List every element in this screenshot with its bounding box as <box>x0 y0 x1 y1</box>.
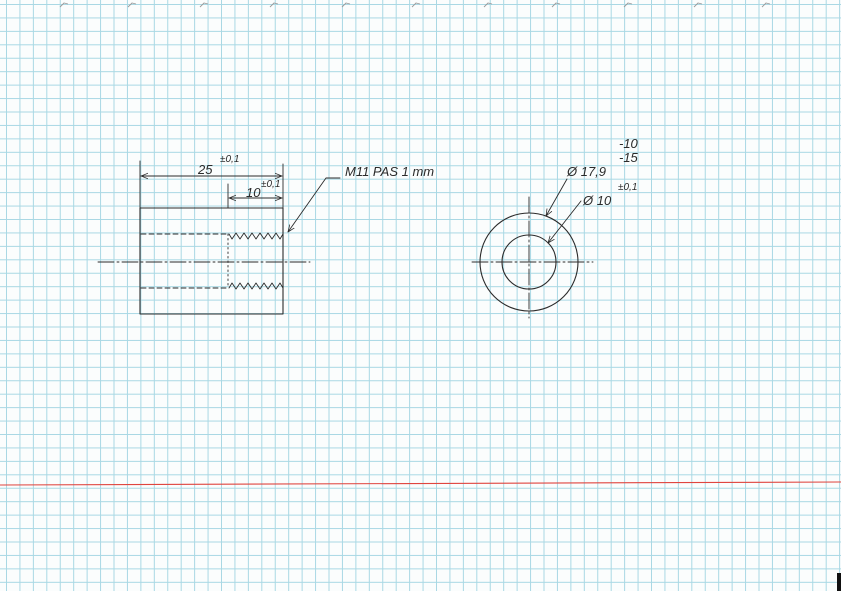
inner-diameter-tolerance: ±0,1 <box>618 182 637 193</box>
dimension-thread-length-value: 10 <box>246 185 261 200</box>
edge-mark <box>483 2 493 8</box>
edge-mark <box>693 2 703 8</box>
dimension-length: 25 ±0,1 <box>139 154 284 209</box>
thread-callout: M11 PAS 1 mm <box>287 164 434 233</box>
outer-diameter-upper-deviation: -10 <box>619 136 639 151</box>
edge-mark <box>269 2 279 8</box>
top-edge-marks <box>59 2 771 8</box>
outer-diameter-callout: Ø 17,9 -10 -15 <box>545 136 639 217</box>
side-view: 25 ±0,1 10 ±0,1 M11 PAS 1 mm <box>97 154 434 315</box>
dimension-thread-length-tolerance: ±0,1 <box>261 179 280 190</box>
outer-diameter-leader <box>545 178 568 217</box>
edge-mark <box>59 2 69 8</box>
edge-mark <box>761 2 771 8</box>
margin-line <box>0 481 841 486</box>
edge-mark <box>411 2 421 8</box>
part-outline <box>139 207 284 315</box>
inner-diameter-value: Ø 10 <box>582 193 612 208</box>
outer-diameter-value: Ø 17,9 <box>566 164 606 179</box>
thread-callout-text: M11 PAS 1 mm <box>345 164 434 179</box>
outer-diameter-lower-deviation: -15 <box>619 150 639 165</box>
edge-mark <box>127 2 137 8</box>
dimension-length-tolerance: ±0,1 <box>220 154 239 165</box>
thread-callout-leader <box>287 177 341 233</box>
dimension-length-value: 25 <box>197 162 213 177</box>
thread-zigzag-top <box>228 232 284 240</box>
edge-mark <box>199 2 209 8</box>
dimension-thread-length: 10 ±0,1 <box>227 179 283 209</box>
page-edge-mark <box>837 573 841 591</box>
edge-mark <box>623 2 633 8</box>
edge-mark <box>341 2 351 8</box>
thread-zigzag-bottom <box>228 282 284 290</box>
end-view: Ø 17,9 -10 -15 Ø 10 ±0,1 <box>471 136 639 319</box>
edge-mark <box>551 2 561 8</box>
inner-diameter-callout: Ø 10 ±0,1 <box>547 182 637 244</box>
inner-diameter-leader <box>547 200 582 244</box>
